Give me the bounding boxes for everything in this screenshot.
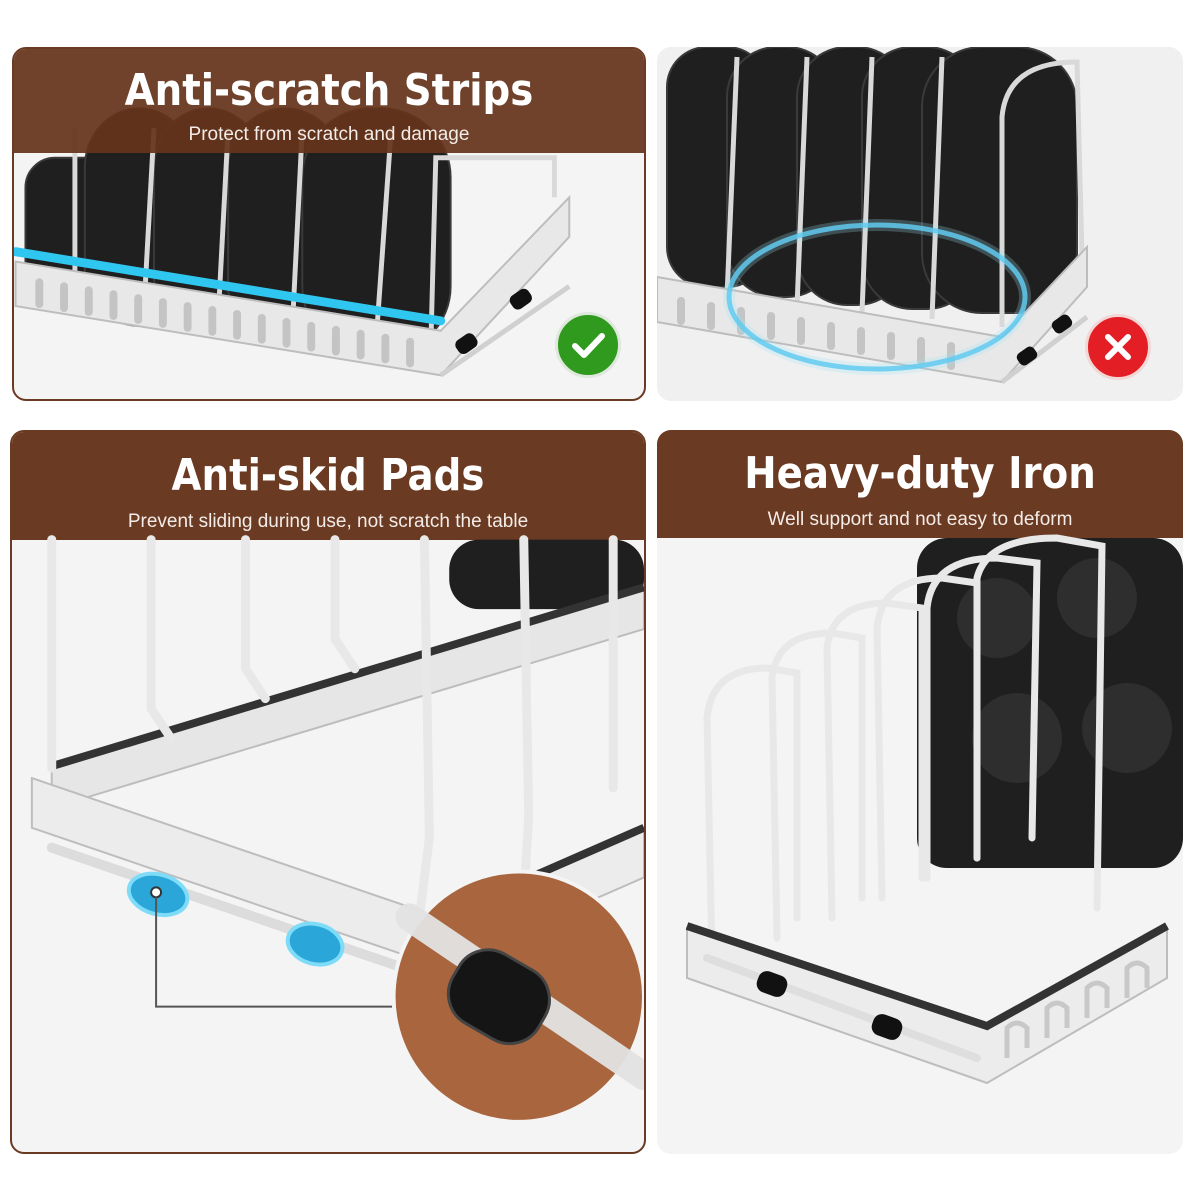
- panel-anti-scratch-strips: Anti-scratch Strips Protect from scratch…: [12, 47, 646, 401]
- cross-icon: [1085, 314, 1151, 380]
- pads-subtitle: Prevent sliding during use, not scratch …: [127, 511, 529, 532]
- strips-title: Anti-scratch Strips: [124, 65, 534, 116]
- heavy-duty-rack-illustration: [685, 534, 1183, 1085]
- checkmark-icon: [555, 312, 621, 378]
- pads-banner: Anti-skid Pads Prevent sliding during us…: [12, 432, 644, 540]
- panel-heavy-duty-iron: Heavy-duty Iron Well support and not eas…: [657, 430, 1183, 1154]
- rack-with-strips-illustration: [14, 107, 571, 378]
- panel-anti-skid-pads: Anti-skid Pads Prevent sliding during us…: [10, 430, 646, 1154]
- rack-without-strips-illustration: [657, 47, 1089, 384]
- panel-without-strips: [657, 47, 1183, 401]
- strips-subtitle: Protect from scratch and damage: [188, 124, 470, 145]
- iron-subtitle: Well support and not easy to deform: [767, 509, 1073, 530]
- iron-title: Heavy-duty Iron: [744, 448, 1096, 499]
- strips-banner: Anti-scratch Strips Protect from scratch…: [14, 49, 644, 153]
- rack-with-pads-illustration: [30, 535, 644, 1124]
- pads-title: Anti-skid Pads: [171, 450, 485, 501]
- iron-banner: Heavy-duty Iron Well support and not eas…: [657, 430, 1183, 538]
